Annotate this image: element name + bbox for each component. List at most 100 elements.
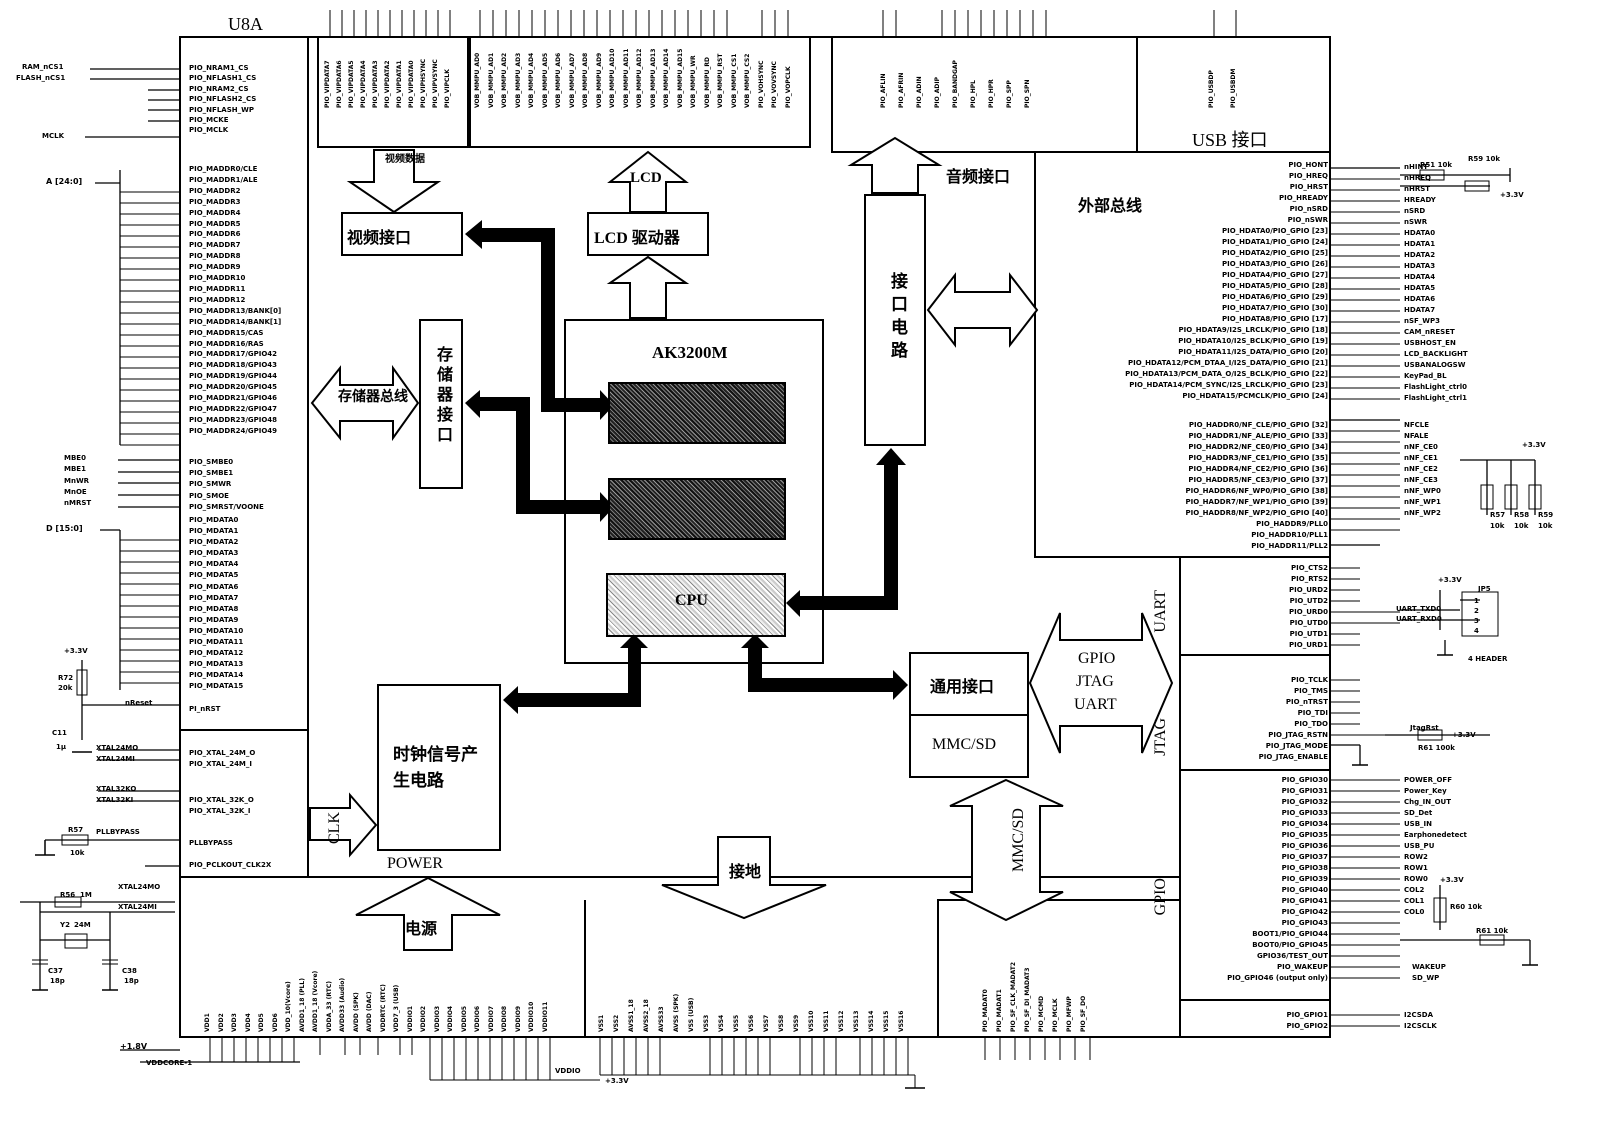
r-val-3: 10k: [1538, 522, 1553, 530]
pin-label: VSS6: [748, 1014, 755, 1032]
ground-label: 接地: [729, 864, 762, 881]
core-block-codec: [608, 382, 786, 444]
vcc-header: +3.3V: [1438, 576, 1462, 584]
r-val-2: 10k: [1514, 522, 1529, 530]
cpu-label: CPU: [675, 592, 708, 609]
gpio-side-label: GPIO: [1152, 878, 1169, 916]
mmc-sd-arrow-label: MMC/SD: [1010, 808, 1027, 873]
pin-label: VDD2: [217, 1013, 225, 1032]
pin-label: PIO_VIPDATA6: [336, 60, 343, 108]
pin-label: PIO_VOPCLK: [784, 66, 792, 108]
pin-label: AVSS (SPK): [673, 993, 680, 1032]
gpio-label: GPIO: [1078, 650, 1116, 667]
pin-label: VDD6: [271, 1013, 279, 1032]
pin-label: VOB_MMPU_AD12: [636, 48, 643, 108]
pin-label: VOB_MMPU_AD3: [514, 52, 522, 108]
core-box: [564, 319, 824, 664]
r-val-1: 10k: [1490, 522, 1505, 530]
pin-label: VSS7: [763, 1014, 770, 1032]
pin-label: PIO_SF_DO: [1080, 995, 1087, 1032]
pin-label: VSS9: [793, 1014, 800, 1032]
pin-label: PIO_VOHSYNC: [757, 60, 765, 108]
pin-label: VDDIO4: [447, 1005, 454, 1032]
vcc-left: +3.3V: [64, 647, 88, 655]
jtag-net: JtagRst: [1410, 724, 1439, 732]
pin-label: PIO_VIPDATA5: [348, 60, 355, 108]
pin-label: VOB_MMPU_WR: [690, 55, 697, 108]
net-xtal24-c: XTAL24MI: [118, 903, 157, 911]
pin-label: PIO_HPR: [988, 79, 995, 108]
c37-val: 18p: [50, 977, 65, 985]
pin-label: VOB_MMPU_RD: [703, 56, 711, 108]
y2: Y2: [60, 921, 70, 929]
pin-label: VOB_MMPU_AD8: [582, 52, 589, 108]
r51-label: R51 10k: [1420, 161, 1452, 169]
pin-label: VSS1: [598, 1014, 605, 1032]
pin-label: VOB_MMPU_CS1: [730, 53, 738, 108]
r57b: R57: [1490, 511, 1506, 519]
r57-val: 10k: [70, 849, 85, 857]
pin-label: AVSS1_18: [628, 999, 635, 1032]
pin-label: PIO_ADIN: [916, 76, 923, 108]
net-xtal24-b: XTAL24MO: [118, 883, 161, 891]
vcc-right-top: +3.3V: [1500, 191, 1524, 199]
pin-label: PIO_VOVSYNC: [771, 61, 778, 108]
pin-label: PIO_MCLK: [1052, 998, 1059, 1032]
pin-label: VDD3: [231, 1013, 238, 1032]
pin-label: VSS2: [613, 1014, 620, 1032]
interface-circuit-label: 接口电路: [888, 272, 907, 364]
net-flash-cs: FLASH_nCS1: [16, 74, 66, 82]
pin-label: VDD_10(Vcore): [285, 981, 292, 1032]
vcc-gpio: +3.3V: [1440, 876, 1464, 884]
vdd-io: VDDIO: [555, 1067, 581, 1075]
pll-pin: PLLBYPASS: [189, 839, 233, 847]
y2-val: 24M: [74, 921, 91, 929]
pin-label: VDDIO8: [501, 1005, 508, 1032]
r72: R72: [58, 674, 74, 682]
r58: R58: [1514, 511, 1530, 519]
pin-label: VDD5: [258, 1013, 265, 1032]
uart-label: UART: [1074, 696, 1117, 713]
pin-label: VDDIO6: [474, 1005, 481, 1032]
pin-label: PIO_USBDM: [1230, 68, 1237, 108]
pin-label: PIO_VIPDATA4: [360, 60, 367, 108]
pin-label: VSS3: [703, 1014, 710, 1032]
pin-label: VSS4: [718, 1014, 725, 1032]
vddcore: VDDCORE-1: [146, 1059, 193, 1067]
pin-label: VDDIO9: [514, 1005, 522, 1032]
pin-label: PIO_SF_DI_MADAT3: [1024, 967, 1031, 1032]
net-addr-bus: A [24:0]: [46, 177, 83, 186]
r56-val: 1M: [80, 891, 92, 899]
jtag-r: R61 100k: [1418, 744, 1455, 752]
pin-label: AVSS33: [658, 1006, 665, 1032]
pin-label: VOB_MMPU_AD0: [474, 52, 481, 108]
memory-interface-label: 存储器接口: [434, 346, 451, 446]
net-ram-cs: RAM_nCS1: [22, 63, 64, 71]
vcc-jtag: +3.3V: [1452, 731, 1476, 739]
pin-label: VSS5: [733, 1014, 740, 1032]
pin-label: VOB_MMPU_AD5: [541, 52, 549, 108]
pin-label: VOB_MMPU_AD4: [528, 52, 535, 108]
pin-label: PIO_VIPDATA3: [372, 60, 379, 108]
pin-label: VOB_MMPU_AD7: [568, 52, 576, 108]
pin-label: VOB_MMPU_AD9: [595, 52, 603, 108]
c11: C11: [52, 729, 67, 737]
pclkout-pin: PIO_PCLKOUT_CLK2X: [189, 861, 272, 869]
pin-label: VSS16: [898, 1010, 905, 1032]
net-pll: PLLBYPASS: [96, 828, 140, 836]
external-bus-label: 外部总线: [1078, 198, 1143, 215]
pin-label: PIO_USBDP: [1208, 70, 1215, 108]
pin-label: VSS12: [838, 1010, 845, 1032]
lcd-label: LCD: [630, 170, 662, 186]
net-reset: nReset: [125, 699, 153, 707]
pin-label: VSS8: [778, 1014, 785, 1032]
